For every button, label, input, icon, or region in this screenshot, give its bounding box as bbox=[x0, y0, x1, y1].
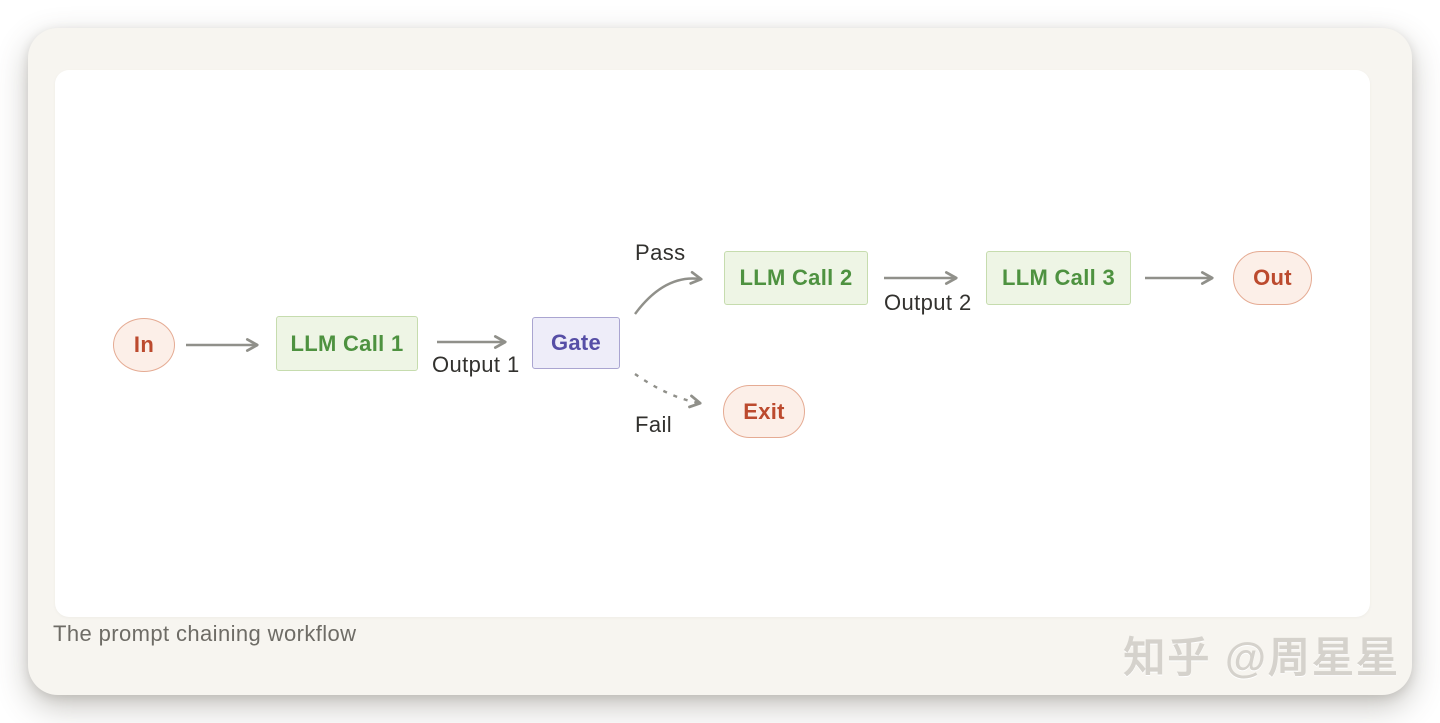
node-llm-call-2: LLM Call 2 bbox=[724, 251, 868, 305]
edge-label-pass: Pass bbox=[635, 240, 686, 265]
edge-label-fail: Fail bbox=[635, 412, 673, 437]
edge-gate-pass-to-llm2 bbox=[634, 270, 703, 315]
node-in-label: In bbox=[133, 332, 155, 357]
node-in: In bbox=[113, 318, 175, 372]
node-llm-call-2-label: LLM Call 2 bbox=[739, 265, 853, 290]
flow-arrows bbox=[186, 270, 1214, 409]
node-llm-call-1-label: LLM Call 1 bbox=[290, 330, 404, 356]
node-llm-call-3: LLM Call 3 bbox=[986, 251, 1131, 305]
node-exit: Exit bbox=[723, 385, 805, 438]
node-gate: Gate bbox=[532, 317, 620, 369]
figure-card: In LLM Call 1 Gate LLM Call 2 LLM Call 3… bbox=[28, 28, 1412, 695]
node-llm-call-3-label: LLM Call 3 bbox=[1001, 265, 1115, 290]
edge-gate-fail-to-exit bbox=[634, 373, 702, 409]
watermark-zhihu: 知乎 @周星星 bbox=[1123, 634, 1400, 681]
node-out-label: Out bbox=[1253, 265, 1292, 290]
edge-label-output-1: Output 1 bbox=[432, 352, 520, 377]
node-llm-call-1: LLM Call 1 bbox=[276, 316, 418, 371]
edge-label-output-2: Output 2 bbox=[884, 290, 972, 315]
figure-caption: The prompt chaining workflow bbox=[53, 621, 357, 646]
node-out: Out bbox=[1233, 251, 1312, 305]
node-gate-label: Gate bbox=[550, 330, 602, 355]
diagram-canvas: In LLM Call 1 Gate LLM Call 2 LLM Call 3… bbox=[55, 70, 1370, 617]
node-exit-label: Exit bbox=[743, 398, 785, 424]
